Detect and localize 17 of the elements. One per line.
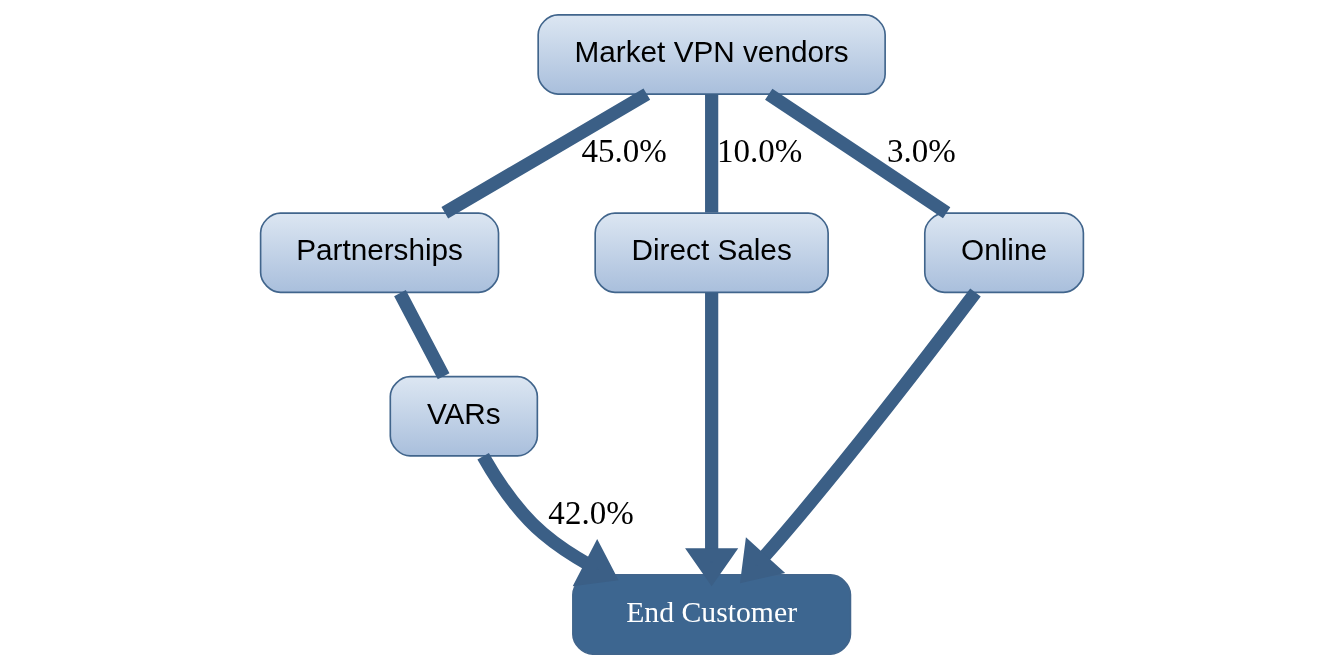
arrow [739, 288, 981, 584]
node-box: Direct Sales [594, 212, 829, 294]
edge-label: 10.0% [716, 132, 803, 169]
node-box: End Customer [572, 574, 852, 656]
edge-label: 42.0% [548, 494, 634, 531]
arrow [685, 292, 739, 587]
edge-label: 3.0% [887, 132, 956, 169]
connector [705, 94, 719, 213]
node-box: VARs [389, 375, 539, 457]
connector [441, 88, 651, 219]
connector [765, 88, 951, 219]
edge-label: 45.0% [581, 132, 667, 169]
node-box: Online [923, 212, 1085, 294]
node-box: Market VPN vendors [537, 13, 886, 95]
node-box: Partnerships [259, 212, 500, 294]
connector [394, 290, 450, 380]
arrow [477, 452, 619, 587]
